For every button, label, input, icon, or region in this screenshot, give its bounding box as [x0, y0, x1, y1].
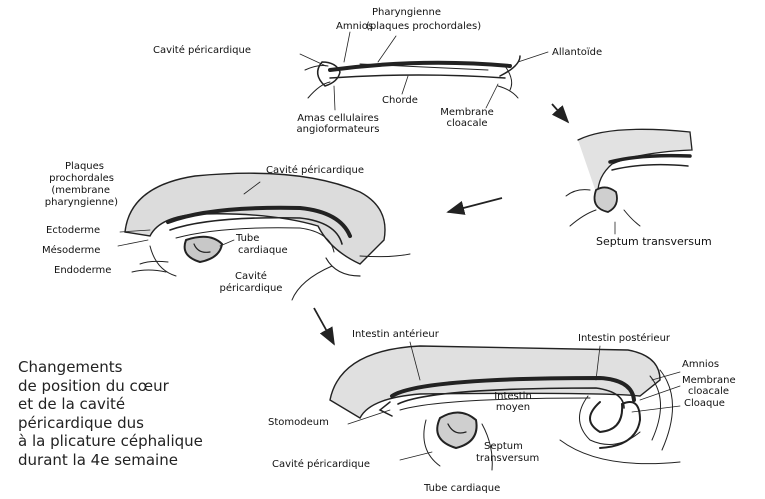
label-amas-cellulaires: Amas cellulaires — [282, 114, 394, 124]
caption-line-1: Changements — [18, 358, 203, 377]
label-mesoderme: Mésoderme — [42, 246, 100, 256]
label-ectoderme: Ectoderme — [46, 226, 100, 236]
label-intestin-moyen-2: moyen — [488, 403, 538, 413]
label-allantoide: Allantoïde — [552, 48, 602, 58]
caption-line-5: à la plicature céphalique — [18, 432, 203, 451]
label-chorde: Chorde — [382, 96, 418, 106]
label-cavite-pericardique-1: Cavité péricardique — [153, 46, 251, 56]
label-membrane-1: Membrane — [432, 108, 502, 118]
label-pharyngienne: Pharyngienne — [372, 8, 441, 18]
label-septum-4: Septum — [484, 442, 523, 452]
label-membrane-4: Membrane — [682, 376, 736, 386]
label-tube: Tube — [236, 234, 259, 244]
label-intestin-posterieur: Intestin postérieur — [578, 334, 670, 344]
label-cloacale-4: cloacale — [688, 387, 729, 397]
figure-caption: Changements de position du cœur et de la… — [18, 358, 203, 469]
label-angioformateurs: angioformateurs — [282, 125, 394, 135]
caption-line-6: durant la 4e semaine — [18, 451, 203, 470]
label-intestin-moyen-1: Intestin — [488, 392, 538, 402]
label-amnios-4: Amnios — [682, 360, 719, 370]
label-cloacale-1: cloacale — [432, 119, 502, 129]
label-tube-cardiaque-4: Tube cardiaque — [424, 484, 500, 494]
caption-line-3: et de la cavité — [18, 395, 203, 414]
caption-line-4: péricardique dus — [18, 414, 203, 433]
label-membrane-paren: (membrane — [10, 186, 110, 196]
label-pericardique-bottom: péricardique — [206, 284, 296, 294]
arrow-2-to-3 — [448, 198, 502, 212]
arrow-3-to-4 — [314, 308, 334, 344]
label-plaques-prochordales: (plaques prochordales) — [366, 22, 481, 32]
label-intestin-anterieur: Intestin antérieur — [352, 330, 439, 340]
label-stomodeum: Stomodeum — [268, 418, 329, 428]
label-plaques: Plaques — [10, 162, 104, 172]
label-cavite-bottom: Cavité — [206, 272, 296, 282]
label-pharyngienne-paren: pharyngienne) — [10, 198, 118, 208]
stage2-embryo — [566, 129, 692, 234]
label-prochordales: prochordales — [10, 174, 114, 184]
label-transversum-4: transversum — [476, 454, 539, 464]
stage1-embryo — [300, 32, 548, 110]
label-cavite-pericardique-3: Cavité péricardique — [266, 166, 364, 176]
label-cloaque: Cloaque — [684, 399, 725, 409]
label-cardiaque: cardiaque — [238, 246, 288, 256]
label-septum-transversum-1: Septum transversum — [596, 236, 712, 248]
label-endoderme: Endoderme — [54, 266, 111, 276]
arrow-1-to-2 — [552, 104, 568, 122]
caption-line-2: de position du cœur — [18, 377, 203, 396]
label-cavite-pericardique-4: Cavité péricardique — [272, 460, 370, 470]
